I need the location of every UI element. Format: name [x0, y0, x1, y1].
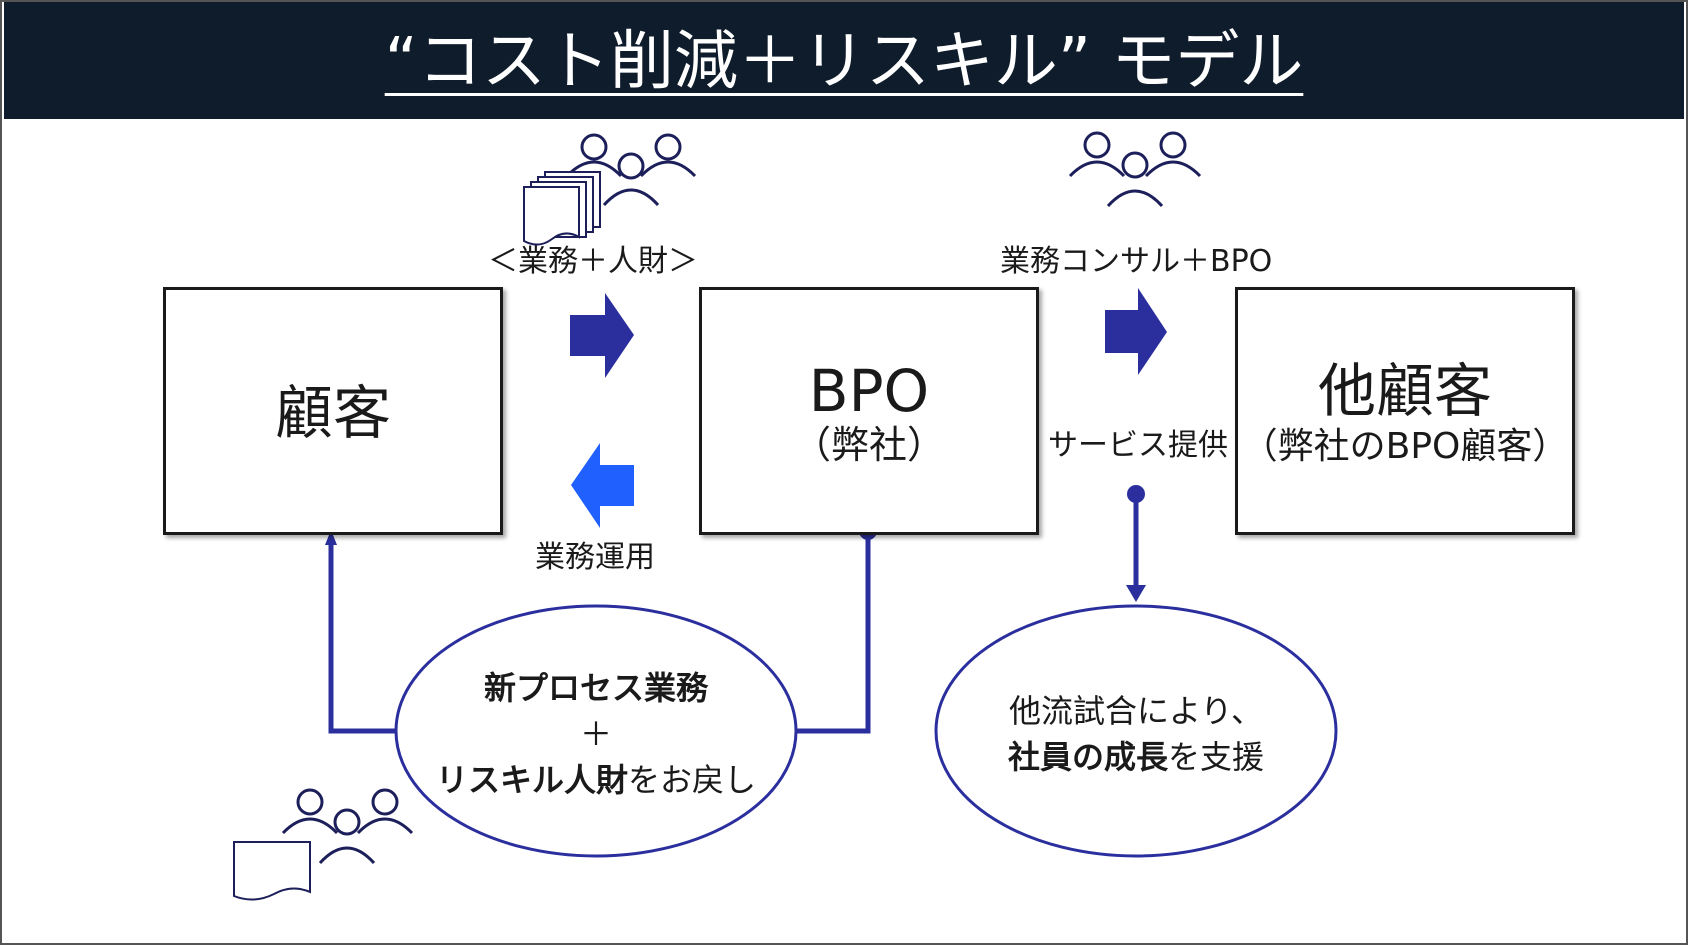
arrow-right-icon — [1105, 288, 1167, 375]
ellipse-return — [394, 604, 798, 858]
ellipse-return-line3-bold: リスキル人財 — [435, 761, 628, 799]
bpo-box-title: BPO — [808, 357, 930, 425]
operation-label: 業務運用 — [535, 540, 655, 575]
connector-line — [796, 531, 871, 734]
arrow-left-icon — [571, 443, 634, 528]
other-customer-box: 他顧客 （弊社のBPO顧客） — [1235, 287, 1575, 535]
service-label: サービス提供 — [1048, 428, 1228, 463]
ellipse-return-line3: リスキル人財をお戻し — [396, 757, 796, 803]
page-title: “コスト削減＋リスキル” モデル — [384, 25, 1304, 99]
consult-bpo-label: 業務コンサル＋BPO — [1000, 244, 1273, 279]
customer-box: 顧客 — [163, 287, 503, 535]
ellipse-return-line1: 新プロセス業務 — [483, 669, 708, 707]
ellipse-return-text: 新プロセス業務 ＋ リスキル人財をお戻し — [396, 665, 796, 803]
work-talent-label: ＜業務＋人財＞ — [488, 244, 698, 279]
title-banner: “コスト削減＋リスキル” モデル — [4, 2, 1684, 119]
ellipse-growth-text: 他流試合により、 社員の成長を支援 — [936, 688, 1336, 780]
ellipse-growth-line2-bold: 社員の成長 — [1007, 738, 1168, 776]
people-group-icon — [281, 788, 414, 865]
document-stack-icon — [523, 171, 601, 246]
people-group-icon — [1068, 131, 1202, 208]
arrowhead-down-icon — [1126, 585, 1146, 602]
ellipse-growth-line2: 社員の成長を支援 — [936, 734, 1336, 780]
ellipse-growth — [934, 604, 1338, 858]
customer-box-title: 顧客 — [274, 379, 391, 447]
connector-line — [328, 540, 396, 734]
ellipse-growth-line2-rest: を支援 — [1168, 738, 1265, 776]
ellipse-return-line3-rest: をお戻し — [628, 761, 757, 799]
arrow-right-icon — [570, 293, 634, 378]
ellipse-return-plus: ＋ — [579, 715, 612, 753]
document-icon — [233, 841, 311, 901]
arrowhead-up-icon — [325, 530, 337, 545]
ellipse-growth-line1: 他流試合により、 — [1008, 692, 1264, 730]
bpo-box: BPO （弊社） — [699, 287, 1039, 535]
bpo-box-subtitle: （弊社） — [792, 423, 945, 467]
other-box-subtitle: （弊社のBPO顧客） — [1241, 426, 1569, 467]
other-box-title: 他顧客 — [1317, 357, 1492, 425]
